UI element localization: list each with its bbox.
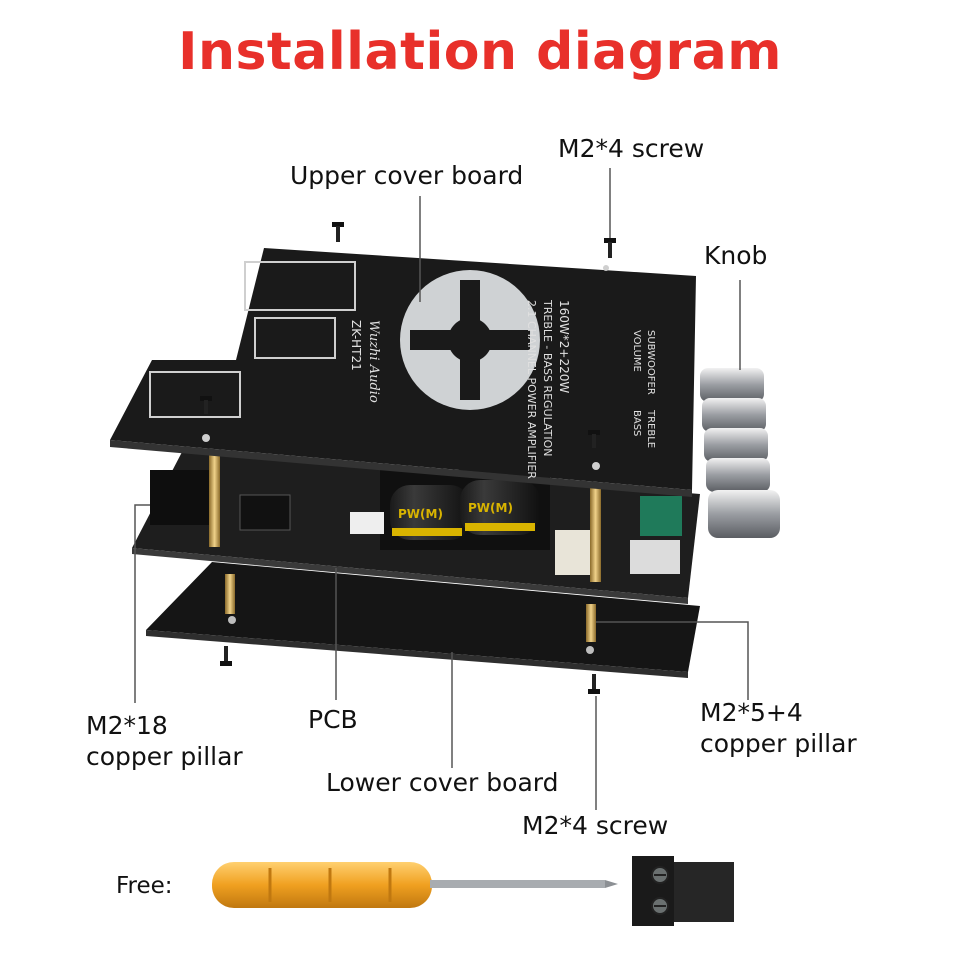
label-m2x5-4-copper-pillar: M2*5+4 copper pillar [700, 698, 857, 759]
screw-top-left [332, 222, 344, 242]
knob-3 [704, 428, 768, 462]
m2x18-pillar-left [209, 455, 220, 547]
upper-cover-board: 160W*2+220W TREBLE - BASS REGULATION 2.1… [110, 248, 696, 497]
screws [200, 222, 616, 694]
screw-bottom-right [588, 674, 600, 694]
screw-bottom-left [220, 646, 232, 666]
m2x5-pillar-left [225, 574, 235, 614]
label-lower-cover-board: Lower cover board [326, 768, 559, 797]
label-upper-cover-board: Upper cover board [290, 161, 524, 190]
page-title: Installation diagram [178, 22, 782, 82]
label-free: Free: [116, 873, 173, 899]
board-print-line1: TREBLE - BASS REGULATION [541, 299, 554, 457]
board-print-line2: 2.1 CHANNEL POWER AMPLIFIER [525, 300, 538, 479]
leader-m2x18 [134, 504, 150, 703]
knob-print-0: SUBWOOFER [645, 330, 656, 395]
copper-pillars [209, 455, 601, 642]
label-m2x4-screw-top: M2*4 screw [558, 134, 705, 163]
knob-print-1: VOLUME [631, 330, 642, 372]
label-pcb: PCB [308, 705, 358, 734]
label-m2x4-screw-bottom: M2*4 screw [522, 811, 669, 840]
board-print-brand: Wuzhi Audio [366, 320, 381, 403]
label-m2x18-copper-pillar: M2*18 copper pillar [86, 711, 243, 772]
knob-1 [700, 368, 764, 402]
knob-5 [708, 490, 780, 538]
capacitor-label-2: PW(M) [468, 501, 513, 515]
screw-mid-left [200, 396, 212, 414]
board-print-power: 160W*2+220W [557, 300, 571, 393]
pcb-board: PW(M) PW(M) [132, 452, 700, 604]
screwdriver-icon [212, 862, 618, 908]
knob-group [700, 368, 780, 538]
knob-print-2: TREBLE [645, 409, 656, 448]
screw-mid-right [588, 430, 600, 448]
leader-m2x5 [596, 621, 749, 700]
screw-top-right [604, 238, 616, 258]
knob-2 [702, 398, 766, 432]
capacitor-label-1: PW(M) [398, 507, 443, 521]
terminal-block-icon [632, 856, 734, 926]
m2x18-pillar-right [590, 486, 601, 582]
lower-cover-board [146, 562, 700, 678]
label-knob: Knob [704, 241, 768, 270]
board-print-model: ZK-HT21 [349, 320, 363, 371]
knob-4 [706, 458, 770, 492]
leader-lines [134, 168, 749, 810]
knob-print-3: BASS [631, 410, 642, 436]
m2x5-pillar-right [586, 604, 596, 642]
